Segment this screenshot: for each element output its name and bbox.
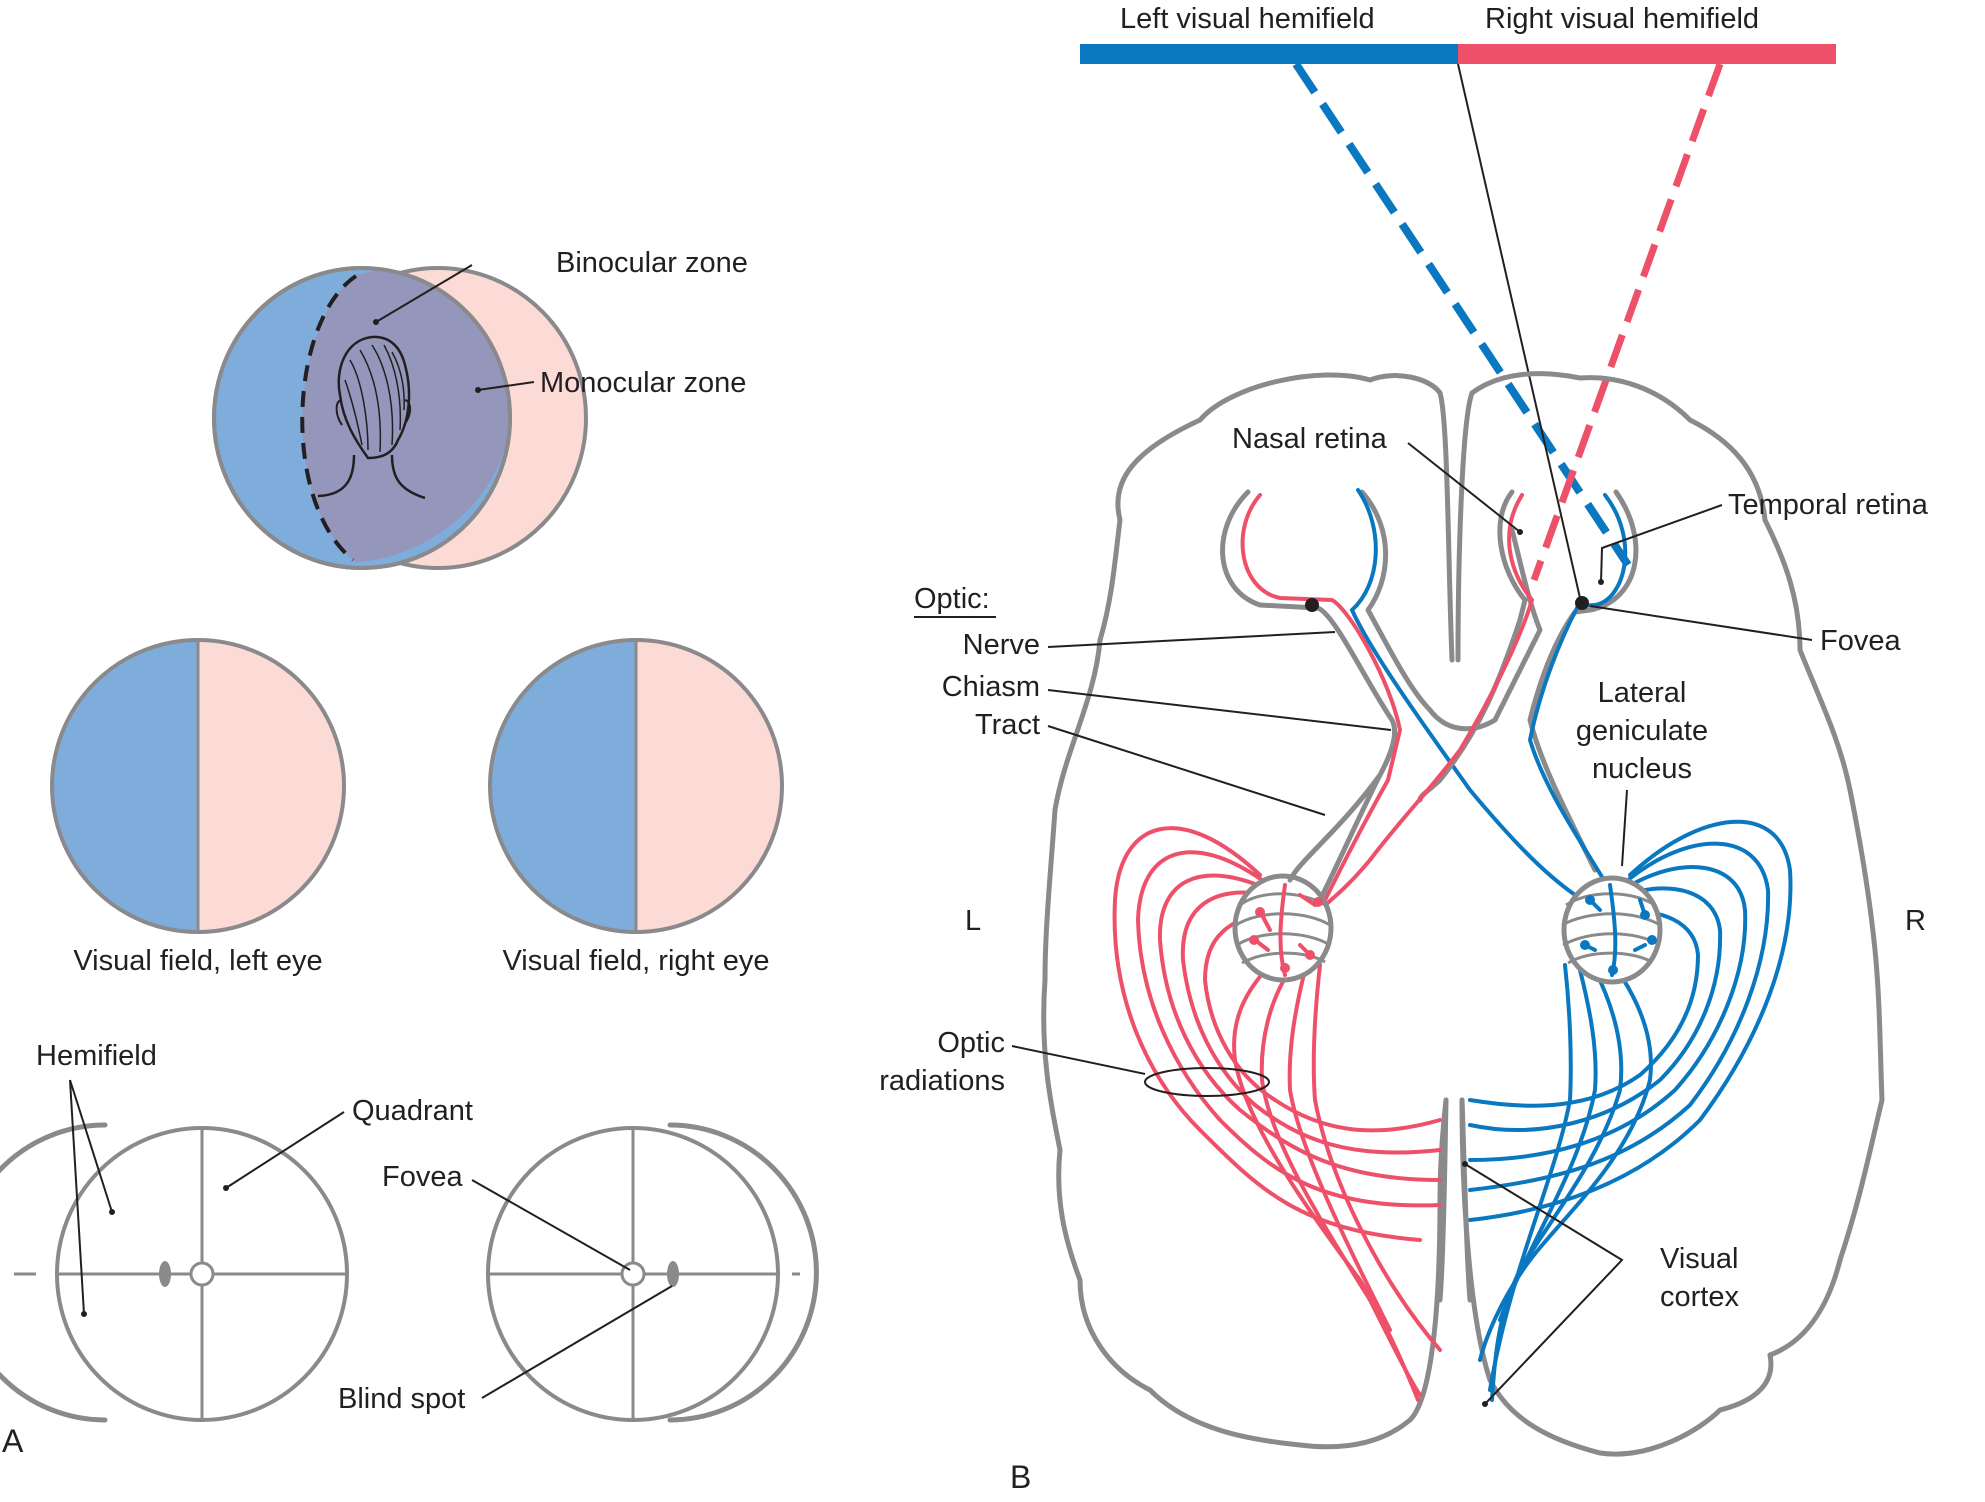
hemifield-leader-lower — [69, 1079, 85, 1315]
monocular-zone-label: Monocular zone — [540, 367, 746, 399]
fixation-line — [1457, 63, 1581, 599]
fovea-label-a: Fovea — [382, 1161, 463, 1193]
chiasm-label: Chiasm — [942, 671, 1040, 703]
right-visual-hemifield-bar — [1458, 44, 1836, 64]
optic-radiations-label-line1: Optic — [937, 1027, 1005, 1059]
panel-b: Left visual hemifield Right visual hemif… — [879, 3, 1928, 1495]
visual-cortex-leader — [1464, 1163, 1624, 1405]
fovea-label-b: Fovea — [1820, 625, 1901, 657]
binocular-zone-leader — [375, 264, 473, 323]
lgn-label-line3: nucleus — [1592, 753, 1692, 785]
temporal-retina-dot — [1598, 579, 1604, 585]
fovea-dot-left-eye — [1305, 598, 1319, 612]
blind-spot-marker — [159, 1261, 171, 1287]
visual-field-right-eye: Visual field, right eye — [488, 638, 784, 977]
red-projection-dashed-line — [1530, 62, 1724, 582]
binocular-zone-label: Binocular zone — [556, 247, 748, 279]
hemifield-dot-lower — [81, 1311, 87, 1317]
binocular-zone-dashed-boundary — [300, 274, 358, 562]
left-eye-field-map — [0, 1122, 349, 1423]
visual-cortex-dot-lower — [1482, 1401, 1488, 1407]
blind-spot-label: Blind spot — [338, 1383, 465, 1415]
quadrant-dot — [223, 1185, 229, 1191]
blind-spot-marker — [667, 1261, 679, 1287]
left-visual-hemifield-bar — [1080, 44, 1458, 64]
quadrant-leader — [225, 1111, 345, 1189]
hemifield-label: Hemifield — [36, 1040, 157, 1072]
right-eye-field-map — [486, 1122, 819, 1423]
optic-heading: Optic: — [914, 583, 990, 615]
head-silhouette-icon — [317, 335, 426, 500]
monocular-zone-leader-dot — [475, 387, 481, 393]
visual-field-left-eye: Visual field, left eye — [50, 638, 346, 977]
lgn-label-line1: Lateral — [1598, 677, 1687, 709]
brain-right-hemisphere-outline — [1459, 371, 1885, 1457]
fovea-marker — [189, 1261, 215, 1287]
tract-label: Tract — [975, 709, 1040, 741]
nasal-retina-label: Nasal retina — [1232, 423, 1388, 455]
right-lgn — [1468, 819, 1793, 1402]
longitudinal-fissure-front — [1437, 390, 1475, 663]
panel-a: Binocular zone Monocular zone Visual fie… — [0, 247, 819, 1459]
nasal-retina-dot — [1517, 529, 1523, 535]
temporal-retina-label: Temporal retina — [1728, 489, 1929, 521]
visual-cortex-dot-upper — [1462, 1161, 1468, 1167]
fovea-dot-right-eye — [1575, 596, 1589, 610]
left-lgn — [1112, 826, 1442, 1402]
right-visual-hemifield-label: Right visual hemifield — [1485, 3, 1759, 35]
binocular-zone-leader-dot — [373, 319, 379, 325]
nasal-retina-leader — [1407, 442, 1521, 533]
hemifield-leader-upper — [69, 1079, 113, 1213]
visual-field-right-eye-label: Visual field, right eye — [502, 945, 769, 977]
longitudinal-fissure-back — [1437, 1097, 1473, 1303]
visual-field-left-eye-label: Visual field, left eye — [73, 945, 322, 977]
fovea-leader-a — [471, 1179, 631, 1271]
left-eye — [1220, 488, 1602, 912]
nerve-leader — [1047, 631, 1336, 648]
nerve-label: Nerve — [963, 629, 1040, 661]
left-visual-hemifield-label: Left visual hemifield — [1120, 3, 1375, 35]
fovea-leader-b — [1589, 605, 1813, 641]
optic-radiations-leader — [1011, 1045, 1146, 1075]
quadrant-label: Quadrant — [352, 1095, 473, 1127]
panel-b-label: B — [1010, 1459, 1031, 1495]
lgn-label-line2: geniculate — [1576, 715, 1708, 747]
chiasm-leader — [1047, 689, 1392, 731]
left-side-marker: L — [965, 905, 981, 937]
panel-a-label: A — [2, 1423, 24, 1459]
optic-radiations-label-line2: radiations — [879, 1065, 1005, 1097]
left-optic-tract — [1287, 772, 1383, 883]
brain-left-hemisphere-outline — [1041, 372, 1449, 1450]
visual-cortex-label-line1: Visual — [1660, 1243, 1738, 1275]
blind-spot-leader — [481, 1285, 673, 1399]
monocular-zone-leader — [477, 381, 535, 391]
right-side-marker: R — [1905, 905, 1926, 937]
binocular-field-diagram: Binocular zone Monocular zone — [212, 247, 748, 570]
right-eye — [1318, 489, 1639, 912]
temporal-retina-leader — [1600, 504, 1723, 583]
lgn-leader — [1621, 789, 1628, 867]
left-eye-field-outline — [212, 266, 512, 570]
hemifield-dot-upper — [109, 1209, 115, 1215]
visual-cortex-label-line2: cortex — [1660, 1281, 1739, 1313]
optic-radiations-encircle — [1144, 1067, 1270, 1097]
tract-leader — [1047, 725, 1326, 816]
